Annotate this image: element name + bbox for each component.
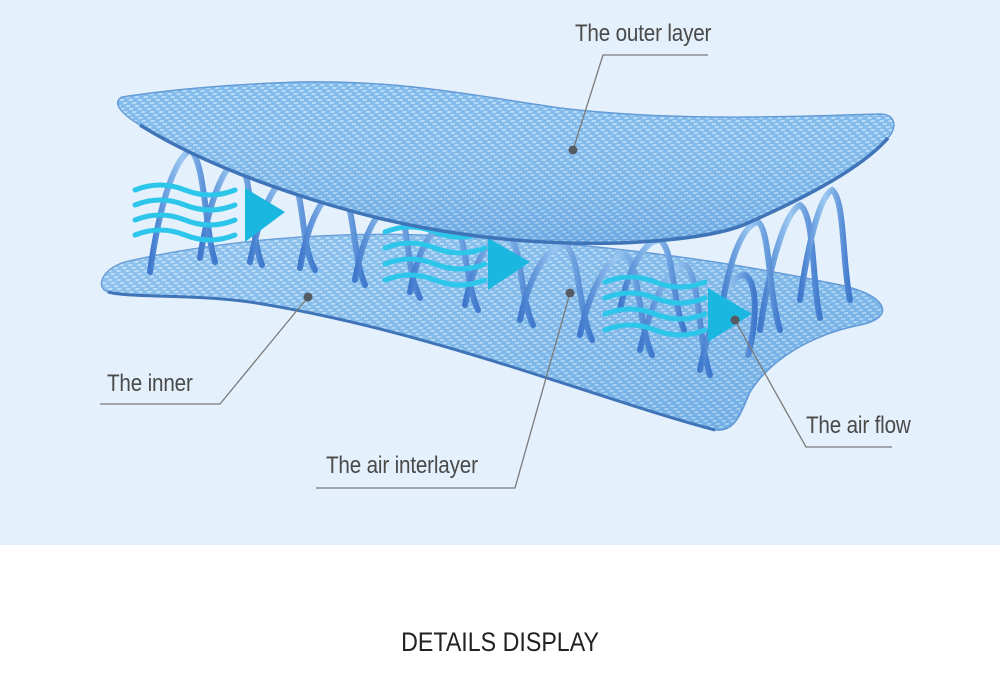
outer-layer	[117, 81, 895, 246]
label-air-interlayer: The air interlayer	[326, 452, 478, 479]
details-display-text: DETAILS DISPLAY	[401, 627, 599, 657]
label-inner: The inner	[107, 370, 193, 397]
details-display-heading: DETAILS DISPLAY	[0, 627, 1000, 658]
air-flow-arrows	[132, 182, 752, 342]
leader-dots	[303, 145, 740, 325]
leader-inner	[100, 296, 309, 405]
leader-air-flow	[734, 319, 892, 448]
leader-lines	[100, 54, 892, 489]
fabric-layer-diagram	[100, 54, 895, 489]
air-flow-arrow-middle	[382, 224, 530, 290]
leader-air-interlayer	[316, 292, 571, 489]
leader-outer-layer	[572, 54, 708, 151]
inner-layer	[100, 233, 884, 432]
diagram-panel: The outer layer The inner The air interl…	[0, 0, 1000, 545]
label-air-flow: The air flow	[806, 412, 911, 439]
air-flow-arrow-right	[602, 274, 752, 342]
label-outer-layer: The outer layer	[575, 20, 712, 47]
air-flow-arrow-left	[132, 182, 285, 243]
